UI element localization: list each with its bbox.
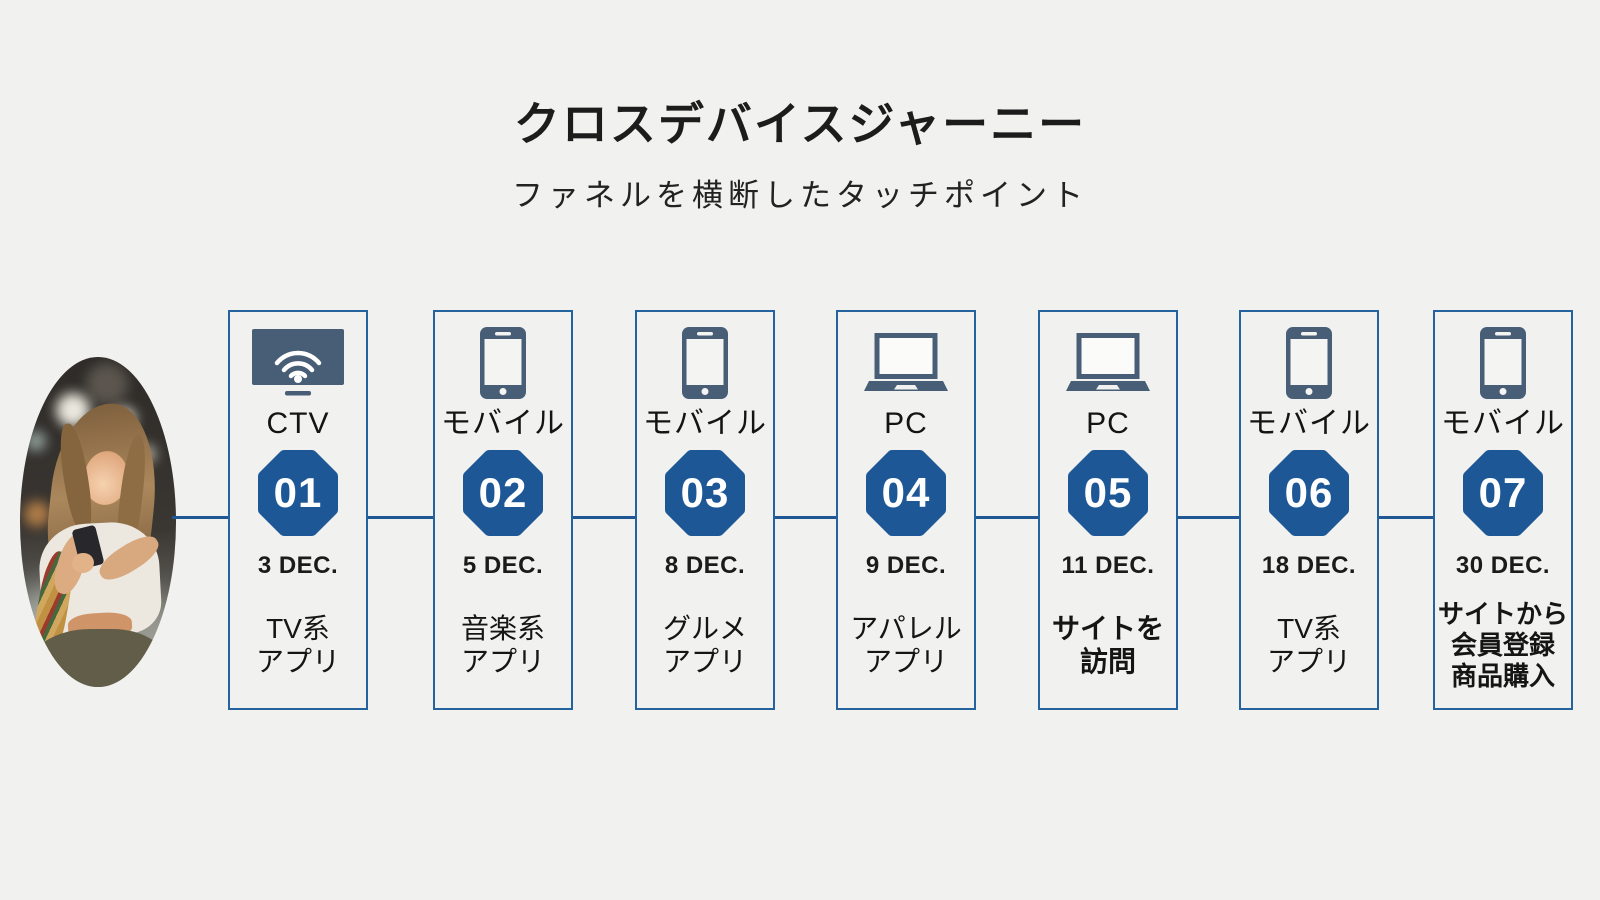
bokeh-light (24, 501, 50, 527)
journey-step-card-2: モバイル 02 5 DEC. 音楽系 アプリ (433, 310, 573, 710)
octagon-badge-shape (1463, 450, 1543, 536)
device-label: PC (1086, 407, 1130, 440)
device-icon-box (682, 324, 728, 402)
step-number: 05 (1083, 469, 1133, 516)
journey-step-card-6: モバイル 06 18 DEC. TV系 アプリ (1239, 310, 1379, 710)
step-date: 3 DEC. (257, 552, 339, 579)
step-date: 9 DEC. (865, 552, 947, 579)
connector-line (1379, 516, 1434, 519)
step-number-badge: 05 (1068, 450, 1148, 536)
octagon-badge-shape (463, 450, 543, 536)
octagon-badge-shape (1269, 450, 1349, 536)
laptop-icon (864, 333, 948, 391)
step-description: TV系 アプリ (1266, 613, 1351, 677)
laptop-icon (1066, 333, 1150, 391)
step-description-box: グルメ アプリ (663, 586, 747, 704)
step-number-badge: 03 (665, 450, 745, 536)
device-label: モバイル (643, 407, 767, 440)
step-date: 8 DEC. (664, 552, 746, 579)
step-description: アパレル アプリ (850, 613, 962, 677)
step-description: 音楽系 アプリ (460, 613, 545, 677)
step-number: 03 (680, 469, 730, 516)
connector-line (172, 516, 230, 519)
connector-line (976, 516, 1039, 519)
user-photo (20, 357, 176, 687)
step-number: 07 (1478, 469, 1528, 516)
connector-line (1178, 516, 1240, 519)
step-description-box: 音楽系 アプリ (461, 586, 545, 704)
connector-line (573, 516, 636, 519)
step-number: 04 (881, 469, 931, 516)
connector-line (368, 516, 435, 519)
octagon-badge-shape (258, 450, 338, 536)
journey-step-card-4: PC 04 9 DEC. アパレル アプリ (836, 310, 976, 710)
step-number: 02 (478, 469, 528, 516)
mobile-icon (480, 327, 526, 399)
step-number-badge: 06 (1269, 450, 1349, 536)
journey-step-card-3: モバイル 03 8 DEC. グルメ アプリ (635, 310, 775, 710)
woman-pants (26, 629, 170, 687)
page-title: クロスデバイスジャーニー (513, 98, 1087, 150)
step-description: サイトを 訪問 (1051, 613, 1164, 677)
page-subtitle: ファネルを横断したタッチポイント (512, 178, 1088, 213)
bokeh-light (26, 431, 46, 451)
journey-step-card-5: PC 05 11 DEC. サイトを 訪問 (1038, 310, 1178, 710)
device-icon-box (252, 324, 344, 402)
smart-tv-icon (252, 329, 344, 396)
step-number: 06 (1284, 469, 1334, 516)
connector-line (775, 516, 837, 519)
step-description-box: アパレル アプリ (850, 586, 961, 704)
step-date: 5 DEC. (462, 552, 544, 579)
step-number-badge: 01 (258, 450, 338, 536)
step-number-badge: 02 (463, 450, 543, 536)
journey-step-card-7: モバイル 07 30 DEC. サイトから 会員登録 商品購入 (1433, 310, 1573, 710)
mobile-icon (682, 327, 728, 399)
step-number-badge: 07 (1463, 450, 1543, 536)
device-icon-box (1286, 324, 1332, 402)
step-description: サイトから 会員登録 商品購入 (1437, 598, 1568, 691)
step-description-box: サイトを 訪問 (1052, 586, 1164, 704)
device-icon-box (864, 324, 948, 402)
step-date: 18 DEC. (1261, 552, 1357, 579)
step-description: グルメ アプリ (662, 613, 747, 677)
mobile-icon (1286, 327, 1332, 399)
device-label: CTV (266, 407, 330, 440)
bokeh-light (86, 363, 128, 405)
header: クロスデバイスジャーニー ファネルを横断したタッチポイント (0, 0, 1600, 215)
journey-step-card-1: CTV 01 3 DEC. TV系 アプリ (228, 310, 368, 710)
step-date: 11 DEC. (1061, 552, 1155, 579)
journey-diagram: CTV 01 3 DEC. TV系 アプリ モバイル 02 (0, 310, 1600, 730)
device-label: モバイル (1441, 407, 1565, 440)
device-label: PC (884, 407, 928, 440)
octagon-badge-shape (665, 450, 745, 536)
step-description-box: TV系 アプリ (1267, 586, 1351, 704)
device-icon-box (480, 324, 526, 402)
step-description-box: サイトから 会員登録 商品購入 (1438, 586, 1568, 704)
octagon-badge-shape (1068, 450, 1148, 536)
mobile-icon (1480, 327, 1526, 399)
device-icon-box (1480, 324, 1526, 402)
step-number-badge: 04 (866, 450, 946, 536)
step-description-box: TV系 アプリ (256, 586, 340, 704)
step-date: 30 DEC. (1455, 552, 1551, 579)
device-icon-box (1066, 324, 1150, 402)
device-label: モバイル (1247, 407, 1371, 440)
device-label: モバイル (441, 407, 565, 440)
step-description: TV系 アプリ (255, 613, 340, 677)
octagon-badge-shape (866, 450, 946, 536)
step-number: 01 (273, 469, 323, 516)
